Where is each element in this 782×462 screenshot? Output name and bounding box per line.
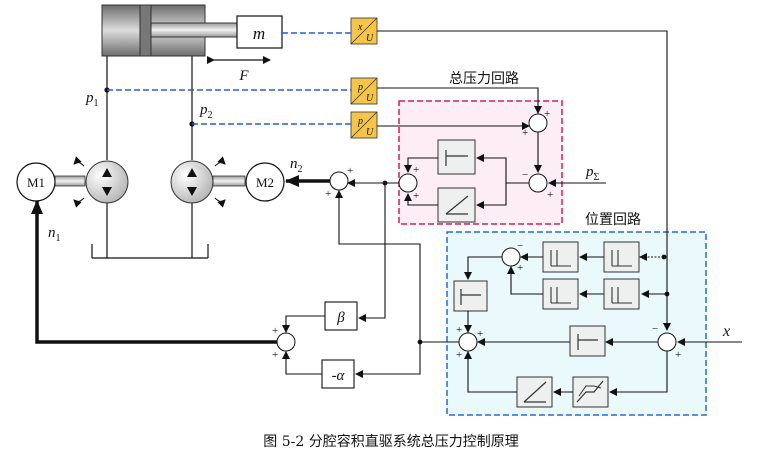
svg-text:+: + <box>477 328 483 340</box>
svg-text:−: − <box>517 240 523 252</box>
block-position-p <box>569 325 606 357</box>
sensor-pu2-top: p <box>357 116 363 127</box>
mass-block <box>236 15 283 49</box>
block-position-ff2 <box>542 241 579 273</box>
block-position-ff3 <box>603 278 640 310</box>
block-position-ff4 <box>542 278 579 310</box>
svg-text:−: − <box>652 323 658 335</box>
sensor-pu-1 <box>350 77 378 105</box>
block-pressure-i <box>437 187 476 223</box>
svg-text:+: + <box>456 349 462 361</box>
sensor-pu2-bottom: U <box>366 127 374 138</box>
p-sigma-label: pΣ <box>585 164 600 183</box>
svg-text:+: + <box>517 262 523 274</box>
svg-text:+: + <box>272 325 278 337</box>
figure-caption: 图 5-2 分腔容积直驱系统总压力控制原理 <box>263 433 518 450</box>
position-loop-title: 位置回路 <box>585 212 641 228</box>
svg-text:+: + <box>347 165 353 177</box>
block-position-p2 <box>453 280 488 312</box>
block-pressure-p <box>437 139 476 175</box>
svg-text:+: + <box>325 188 331 200</box>
sum-n2 <box>329 171 349 191</box>
gain-alpha-block <box>321 359 355 389</box>
pressure-loop-title: 总压力回路 <box>449 71 519 87</box>
sensor-pu1-bottom: U <box>366 93 374 104</box>
svg-text:−: − <box>522 169 528 181</box>
sum-position-in <box>657 332 677 352</box>
svg-text:+: + <box>272 349 278 361</box>
svg-text:+: + <box>456 324 462 336</box>
motor-m2-label: M2 <box>256 175 274 190</box>
svg-text:+: + <box>675 349 681 361</box>
sensor-pu1-top: p <box>357 82 363 93</box>
alpha-label: -α <box>332 368 346 384</box>
hydraulic-cylinder <box>101 4 238 57</box>
block-position-deadzone <box>572 376 609 408</box>
p1-label: p1 <box>85 90 99 109</box>
block-position-ff1 <box>603 241 640 273</box>
n1-label: n1 <box>48 225 61 244</box>
gain-beta-block <box>324 301 358 331</box>
mass-label: m <box>253 24 265 43</box>
svg-text:+: + <box>413 190 419 202</box>
n2-label: n2 <box>290 156 303 175</box>
svg-text:+: + <box>547 189 553 201</box>
sensor-xu <box>350 17 378 45</box>
sum-signs: + + − + + + + + + + + + + − + − + <box>272 108 681 361</box>
pump-right <box>170 156 246 208</box>
sum-pressure-2 <box>528 173 548 193</box>
motor-m1-label: M1 <box>27 175 45 190</box>
p2-label: p2 <box>199 102 213 121</box>
block-position-i <box>516 376 553 408</box>
sensor-pu-2 <box>350 111 378 139</box>
sensor-xu-top: x <box>357 22 363 33</box>
beta-label: β <box>336 310 345 326</box>
sum-n1 <box>276 332 296 352</box>
sensor-xu-bottom: U <box>366 33 374 44</box>
x-input-label: x <box>722 323 730 340</box>
motor-m2 <box>245 162 285 202</box>
svg-text:+: + <box>413 164 419 176</box>
force-label: F <box>238 68 249 84</box>
svg-text:+: + <box>544 108 550 120</box>
svg-text:+: + <box>522 127 528 139</box>
pump-left <box>54 156 129 208</box>
